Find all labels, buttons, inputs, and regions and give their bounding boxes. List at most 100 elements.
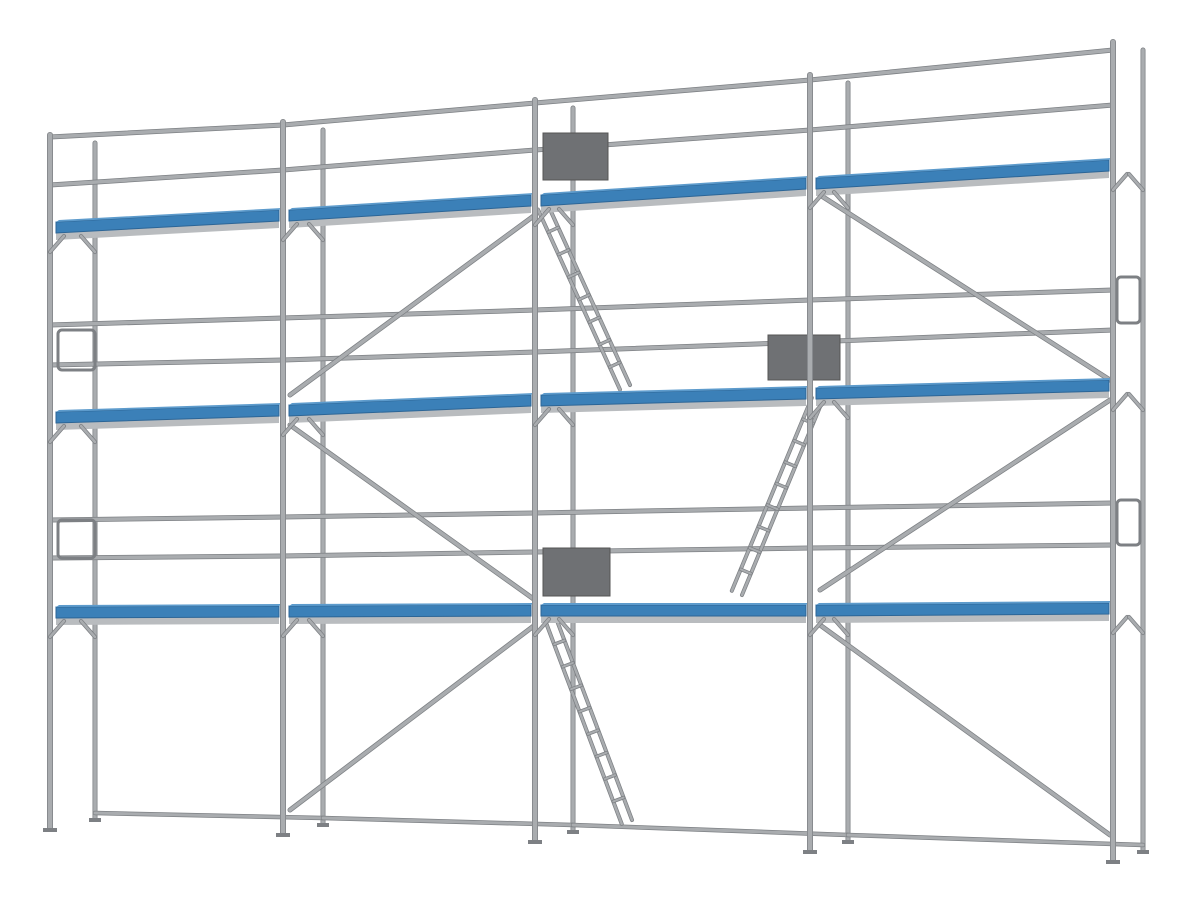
guard-rail-highlight [48,168,285,187]
ladder-rung-highlight [598,339,611,346]
deck-top-edge [56,403,282,412]
frame-gusset-highlight [48,619,66,639]
frame-gusset-highlight [832,617,850,637]
frame-gusset-highlight [1111,392,1129,412]
deck-top-edge [56,208,282,222]
base-plate [567,830,579,834]
deck-platform [55,605,280,619]
diagonal-brace-highlight [818,398,1112,592]
frame-gusset-highlight [1111,172,1129,192]
base-plate [317,823,329,827]
frame-gusset-highlight [307,222,325,242]
ladder-rung-highlight [757,525,770,532]
ladder-rung-highlight [567,271,580,279]
guard-rail-highlight [281,350,537,362]
ladder-rung-highlight [739,568,752,575]
deck-platform [288,194,532,222]
ground-ledger-highlight [321,816,575,827]
ladder-rail-highlight [730,396,814,593]
ladder-rung-highlight [553,639,566,646]
frame-gusset-highlight [281,417,299,437]
deck-top-edge [541,386,809,395]
ladder-rung-highlight [766,504,779,511]
frame-gusset-highlight [1127,392,1145,412]
base-plate [842,840,854,844]
diagonal-brace-highlight [818,193,1112,382]
ground-ledger-highlight [846,833,1145,847]
end-guard-rail [56,518,97,560]
frame-gusset-highlight [557,407,575,427]
ladder-rung-highlight [588,316,601,324]
guard-rail-highlight [808,103,1115,132]
guard-rail-highlight [808,328,1115,344]
guard-rail-highlight [808,501,1115,510]
ladder-rung-highlight [784,461,797,468]
ladder-rung-highlight [603,774,617,780]
deck-top-edge [289,603,534,606]
deck-underside [816,170,1109,196]
end-guard-rail [1115,275,1142,325]
base-plate [528,840,542,844]
deck-top-edge [816,378,1112,388]
base-plate [276,833,290,837]
ladder-rung-highlight [547,226,560,234]
end-guard-rail [56,328,97,372]
guard-rail-highlight [281,550,537,558]
guard-rail-highlight [48,123,285,139]
end-guard-rail [1115,498,1142,547]
deck-platform [815,602,1110,617]
ground-ledger-highlight [571,823,850,837]
frame-gusset-highlight [1127,615,1145,635]
frame-gusset-highlight [808,190,826,210]
access-hatch [542,132,609,181]
deck-underside [541,615,806,623]
guard-rail-highlight [533,78,812,105]
guard-rail-highlight [533,340,812,354]
deck-platform [540,604,807,617]
diagonal-brace-highlight [288,213,537,397]
guard-rail-highlight [533,506,812,515]
ladder-rung-highlight [748,546,761,554]
guard-rail-highlight [281,511,537,519]
deck-top-edge [289,393,534,405]
frame-gusset-highlight [79,234,97,254]
ladder-rung-highlight [793,439,806,446]
frame-gusset-highlight [79,424,97,444]
frame-gusset-highlight [1127,172,1145,192]
access-hatch [542,547,611,597]
guard-rail-highlight [808,543,1115,550]
frame-gusset-highlight [1111,615,1129,635]
frame-gusset-highlight [832,190,850,210]
frame-gusset-highlight [832,400,850,420]
guard-rail-highlight [48,358,285,367]
guard-rail-highlight [48,316,285,327]
base-plate [43,828,57,832]
deck-top-edge [289,193,534,210]
ladder-rung-highlight [612,796,625,803]
guard-rail-highlight [533,298,812,312]
base-plate [1137,850,1149,854]
guard-rail-highlight [808,48,1115,82]
deck-platform [540,387,807,407]
ladder-rung-highlight [570,684,583,691]
deck-underside [289,205,531,228]
frame-gusset-highlight [48,424,66,444]
base-plate [1106,860,1120,864]
frame-gusset-highlight [307,417,325,437]
guard-rail-highlight [808,288,1115,302]
frame-gusset-highlight [557,207,575,227]
deck-underside [816,390,1109,406]
access-hatch [767,334,841,381]
frame-gusset-highlight [533,207,551,227]
deck-platform [540,177,807,207]
diagonal-brace-highlight [288,623,537,812]
deck-top-edge [56,604,282,607]
deck-top-edge [816,601,1112,605]
ladder-rung-highlight [578,706,591,713]
ladder-rung-highlight [608,361,621,369]
frame-gusset-highlight [48,234,66,254]
deck-top-edge [816,158,1112,178]
frame-gusset-highlight [307,618,325,638]
